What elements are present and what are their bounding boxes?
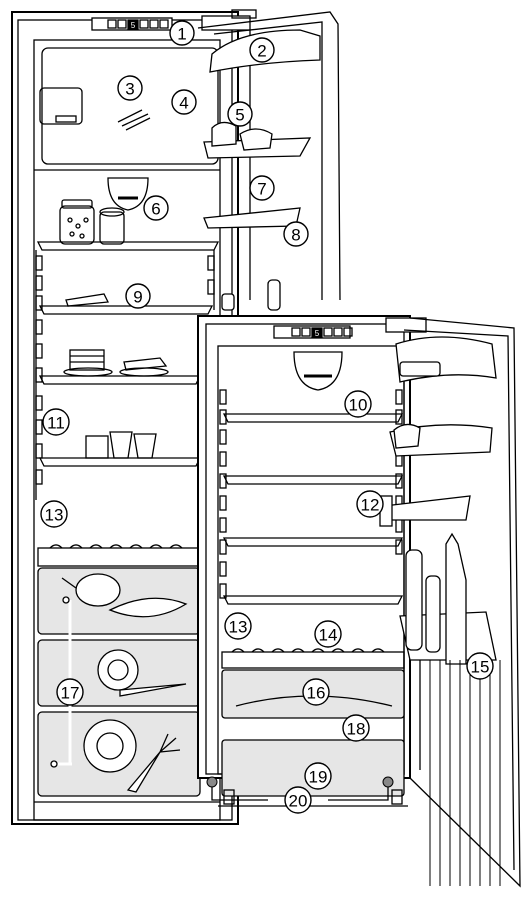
callout-1: 1 [170,21,194,45]
callout-13-right: 13 [225,613,251,639]
callout-13-left: 13 [41,501,67,527]
callout-10: 10 [345,391,371,417]
svg-text:16: 16 [307,684,326,703]
layer-cake [64,350,168,376]
callout-11: 11 [43,409,69,435]
svg-text:20: 20 [289,792,308,811]
svg-text:11: 11 [47,414,65,433]
left-foot [207,777,217,787]
svg-text:14: 14 [319,626,338,645]
callout-20: 20 [285,787,311,813]
callout-18: 18 [343,715,369,741]
svg-text:9: 9 [133,288,142,307]
left-display-digit: 5 [131,21,136,30]
callout-16: 16 [303,679,329,705]
callout-2: 2 [250,38,274,62]
callout-17: 17 [57,679,83,705]
cheese-block [66,294,108,306]
callout-19: 19 [305,763,331,789]
svg-text:12: 12 [361,496,380,515]
svg-text:8: 8 [291,226,300,245]
right-display-digit: 5 [315,329,320,338]
callout-4: 4 [172,90,196,114]
svg-text:1: 1 [177,25,186,44]
svg-text:2: 2 [257,42,266,61]
yogurt-cups [86,432,156,458]
food-jars [60,200,124,244]
interior-light [108,178,148,210]
svg-text:15: 15 [471,658,490,677]
right-foot [383,777,393,787]
callout-5: 5 [228,102,252,126]
svg-text:19: 19 [309,768,328,787]
svg-text:10: 10 [349,396,368,415]
svg-text:7: 7 [257,180,266,199]
svg-text:5: 5 [235,106,244,125]
callout-3: 3 [118,76,142,100]
callout-8: 8 [284,222,308,246]
svg-text:3: 3 [125,80,134,99]
svg-text:4: 4 [179,94,188,113]
bracket-dot-top [63,597,69,603]
svg-text:18: 18 [347,720,366,739]
svg-text:13: 13 [229,618,248,637]
callout-12: 12 [357,491,383,517]
callout-14: 14 [315,621,341,647]
callout-15: 15 [467,653,493,679]
callout-7: 7 [250,176,274,200]
svg-text:13: 13 [45,506,64,525]
callout-6: 6 [144,196,168,220]
svg-text:17: 17 [61,684,80,703]
bracket-dot-bottom [51,761,57,767]
right-display-panel [274,326,352,338]
svg-text:6: 6 [151,200,160,219]
callout-9: 9 [126,284,150,308]
